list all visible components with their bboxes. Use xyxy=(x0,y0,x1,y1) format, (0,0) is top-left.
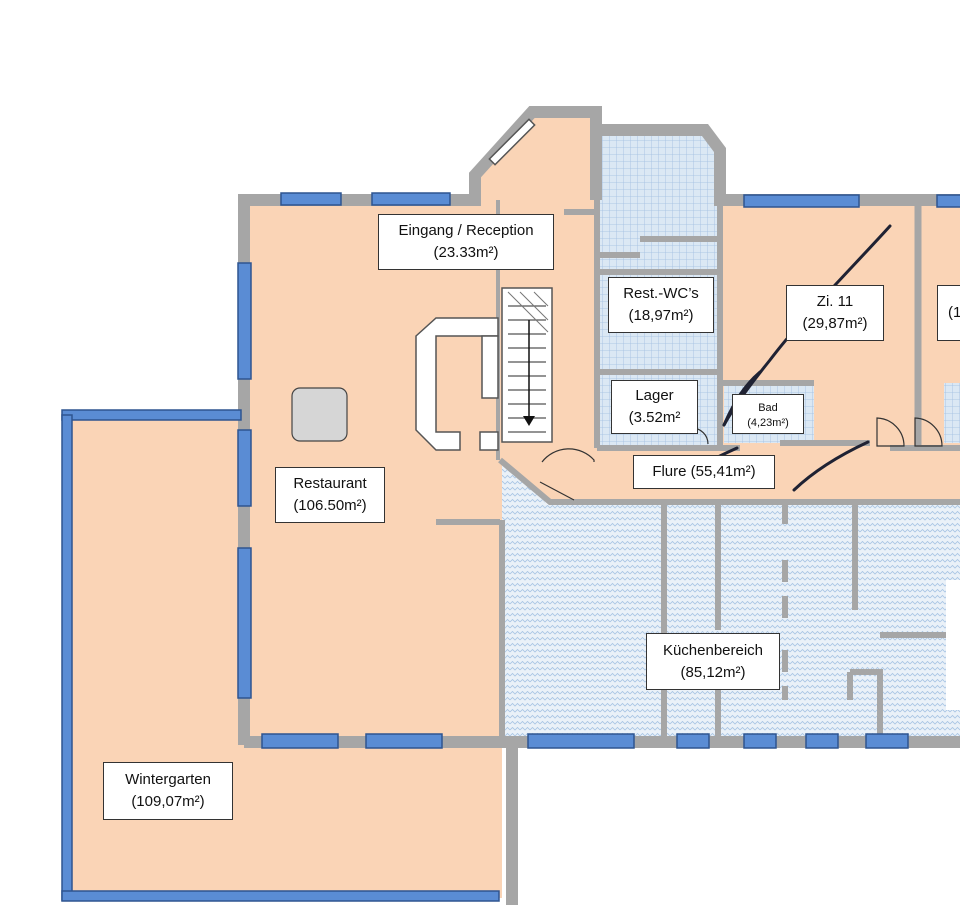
service-counter-icon xyxy=(415,317,499,451)
window-zi11 xyxy=(743,194,860,208)
room-area: (23.33m²) xyxy=(433,244,499,261)
room-name: Rest.-WC’s xyxy=(623,285,699,302)
window-south-3 xyxy=(527,733,635,749)
room-area: (29,87m²) xyxy=(802,315,868,332)
room-name: Küchenbereich xyxy=(662,641,764,659)
window-south-5 xyxy=(743,733,777,749)
room-name: Bad xyxy=(758,402,778,414)
room-area: (18,97m²) xyxy=(628,307,694,324)
room-name: Flure (55,41m²) xyxy=(652,463,756,480)
window-west-3 xyxy=(237,547,252,699)
interior-walls xyxy=(436,200,960,745)
room-area: (4,23m²) xyxy=(747,417,789,429)
window-north-1 xyxy=(280,192,342,206)
room-label-zi12: (1 xyxy=(937,285,960,341)
wintergarten-window-north xyxy=(61,409,242,421)
stair-direction-arrow-icon xyxy=(523,320,535,426)
room-label-wc: Rest.-WC’s (18,97m²) xyxy=(608,277,714,333)
room-name: Restaurant xyxy=(293,475,367,492)
kitchen-partition-6 xyxy=(850,669,883,745)
column-icon xyxy=(291,387,348,442)
room-label-bad: Bad (4,23m²) xyxy=(732,394,804,434)
pen-stroke-4 xyxy=(792,440,870,492)
room-label-kueche: Küchenbereich (85,12m²) xyxy=(646,633,780,690)
room-name: Eingang / Reception xyxy=(398,222,534,239)
room-label-lager: Lager (3.52m² xyxy=(611,380,698,434)
wall-corridor-south xyxy=(498,457,960,505)
room-area: (109,07m²) xyxy=(131,793,205,810)
room-label-wintergarten: Wintergarten (109,07m²) xyxy=(103,762,233,820)
room-name: Lager xyxy=(635,387,674,404)
entrance-window xyxy=(488,118,536,166)
window-west-1 xyxy=(237,262,252,380)
kitchen-gap xyxy=(946,580,960,710)
wintergarten-window-south xyxy=(61,890,500,902)
wintergarten-window-west xyxy=(61,414,73,901)
window-north-2 xyxy=(371,192,451,206)
window-south-6 xyxy=(805,733,839,749)
room-area: (85,12m²) xyxy=(680,663,746,681)
window-south-2 xyxy=(365,733,443,749)
kitchen-floor xyxy=(502,460,960,740)
room-area: (3.52m² xyxy=(628,409,681,426)
room-label-flure: Flure (55,41m²) xyxy=(633,455,775,489)
window-south-1 xyxy=(261,733,339,749)
window-west-2 xyxy=(237,429,252,507)
room-area: (106.50m²) xyxy=(293,497,367,514)
window-zi12 xyxy=(936,194,960,208)
room-label-eingang: Eingang / Reception (23.33m²) xyxy=(378,214,554,270)
room-name: Wintergarten xyxy=(125,771,211,788)
room-label-zi11: Zi. 11 (29,87m²) xyxy=(786,285,884,341)
windows xyxy=(61,192,960,902)
window-south-4 xyxy=(676,733,710,749)
room-area: (1 xyxy=(948,304,960,321)
room-name: Zi. 11 xyxy=(816,293,854,310)
room-label-restaurant: Restaurant (106.50m²) xyxy=(275,467,385,523)
window-south-7 xyxy=(865,733,909,749)
zi12-bath-tiles xyxy=(944,383,960,443)
